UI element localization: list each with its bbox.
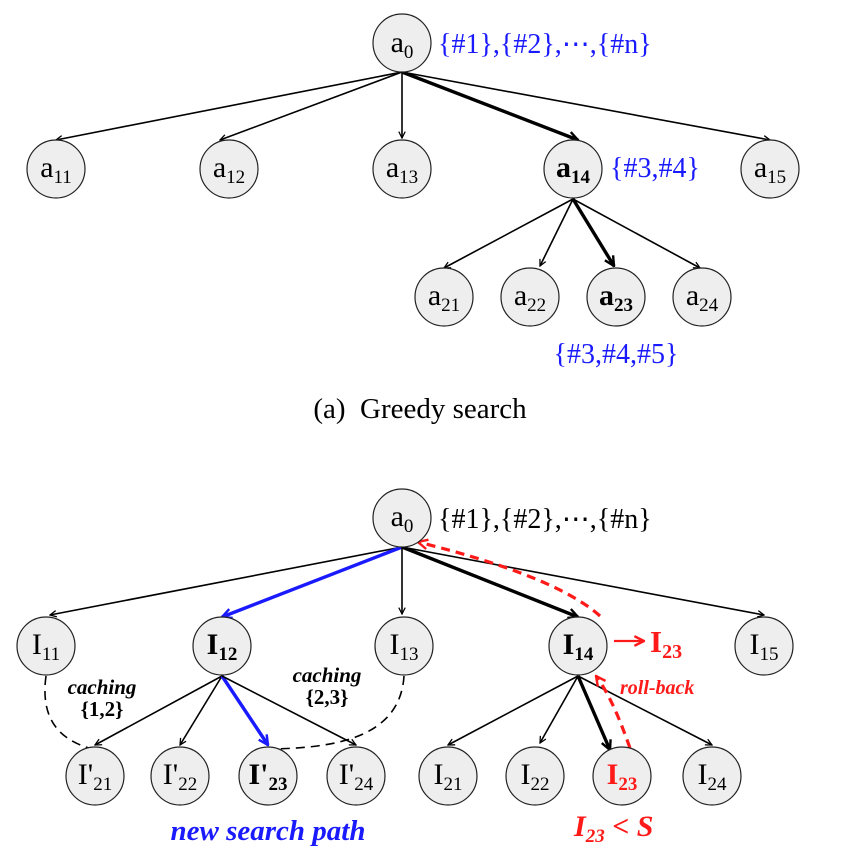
node-I15: I15 [734, 616, 794, 676]
svg-text:I24: I24 [698, 758, 728, 795]
roll-back-label: roll-back [620, 677, 694, 699]
rollback-arrow-to-I14 [596, 676, 632, 749]
node-a13: a13 [372, 139, 432, 199]
edge-I12-I23p [220, 675, 268, 745]
node-I14: I14 [548, 616, 608, 676]
node-a15: a15 [740, 139, 800, 199]
edge-root-I14 [401, 545, 578, 617]
root-sets-label: {#1},{#2},⋯,{#n} [438, 29, 652, 60]
node-a11: a11 [26, 139, 86, 199]
node-a12: a12 [199, 139, 259, 199]
svg-text:I21: I21 [434, 758, 463, 795]
svg-text:I'22: I'22 [163, 758, 197, 795]
node-a0: a0 [372, 13, 432, 73]
node-a21: a21 [414, 267, 474, 327]
root-sets-label-bottom: {#1},{#2},⋯,{#n} [438, 504, 652, 535]
svg-text:I'24: I'24 [339, 758, 374, 795]
svg-text:a0: a0 [391, 26, 414, 63]
node-I22-prime: I'22 [150, 746, 210, 806]
node-I23: I23 [592, 746, 652, 806]
edge-I14-I22 [540, 675, 579, 743]
edge-root-I12 [222, 545, 403, 617]
a14-sets-label: {#3,#4} [610, 153, 700, 184]
node-I11: I11 [16, 616, 76, 676]
caching-label-right: caching [293, 663, 362, 687]
caching-set-left: {1,2} [81, 697, 124, 721]
edge-a14-a22 [539, 198, 574, 266]
edge-a0-a15 [401, 71, 770, 140]
edge-I14-I23 [576, 675, 610, 750]
node-I21-prime: I'21 [65, 746, 125, 806]
node-I24: I24 [682, 746, 742, 806]
caching-set-right: {2,3} [306, 685, 349, 709]
svg-text:a22: a22 [514, 279, 546, 316]
svg-text:a24: a24 [686, 279, 719, 316]
svg-text:a15: a15 [754, 151, 786, 188]
rollback-search-tree: a0 I11 I12 I13 I14 I15 I'21 I [16, 488, 794, 847]
svg-text:a14: a14 [556, 151, 591, 188]
node-a24: a24 [672, 267, 732, 327]
edge-I14-I21 [448, 675, 579, 746]
node-I23-prime: I'23 [238, 746, 298, 806]
edge-I14-I24 [577, 675, 712, 746]
svg-text:I13: I13 [390, 628, 419, 665]
edge-I12-I24p [221, 675, 356, 746]
svg-text:I15: I15 [750, 628, 779, 665]
edge-root-I11 [50, 546, 403, 615]
svg-text:a11: a11 [40, 151, 72, 188]
a23-sets-label: {#3,#4,#5} [554, 339, 679, 370]
edge-a14-a21 [444, 198, 574, 269]
node-I24-prime: I'24 [326, 746, 386, 806]
edge-I12-I21p [95, 675, 223, 746]
node-a23: a23 [586, 267, 646, 327]
svg-text:I'23: I'23 [248, 758, 287, 795]
caption-greedy-search: (a) Greedy search [313, 393, 527, 425]
svg-text:I22: I22 [521, 758, 550, 795]
edge-a0-a11 [56, 71, 403, 140]
svg-text:a12: a12 [213, 151, 245, 188]
svg-text:I12: I12 [207, 628, 238, 665]
svg-text:a0: a0 [391, 500, 414, 537]
svg-text:a13: a13 [386, 151, 418, 188]
caching-label-left: caching [68, 675, 137, 699]
node-I12: I12 [192, 616, 252, 676]
svg-text:I14: I14 [563, 628, 594, 665]
condition-label: I23 < S [573, 810, 653, 847]
svg-text:a21: a21 [428, 279, 460, 316]
node-I21: I21 [418, 746, 478, 806]
greedy-search-tree: a0 a11 a12 a13 a14 a15 a21 a22 [26, 13, 800, 425]
node-I22: I22 [505, 746, 565, 806]
svg-text:a23: a23 [599, 279, 633, 316]
rollback-arrow-to-root [418, 542, 602, 618]
caching-curve-left [44, 675, 93, 750]
node-a22: a22 [500, 267, 560, 327]
new-search-path-label: new search path [171, 815, 366, 847]
svg-text:I23: I23 [607, 758, 638, 795]
edge-a14-a24 [572, 198, 700, 269]
arrow-target-label: I23 [650, 624, 682, 663]
caching-curve-right [269, 675, 405, 750]
node-a14: a14 [543, 139, 603, 199]
svg-text:I'21: I'21 [78, 758, 112, 795]
node-I13: I13 [374, 616, 434, 676]
node-root: a0 [372, 488, 432, 548]
svg-text:I11: I11 [32, 628, 60, 665]
edge-root-I15 [401, 546, 764, 615]
edge-a0-a14 [401, 70, 578, 140]
edge-a0-a12 [220, 71, 403, 140]
edge-a14-a23 [571, 198, 616, 266]
edge-I12-I22p [180, 675, 223, 745]
